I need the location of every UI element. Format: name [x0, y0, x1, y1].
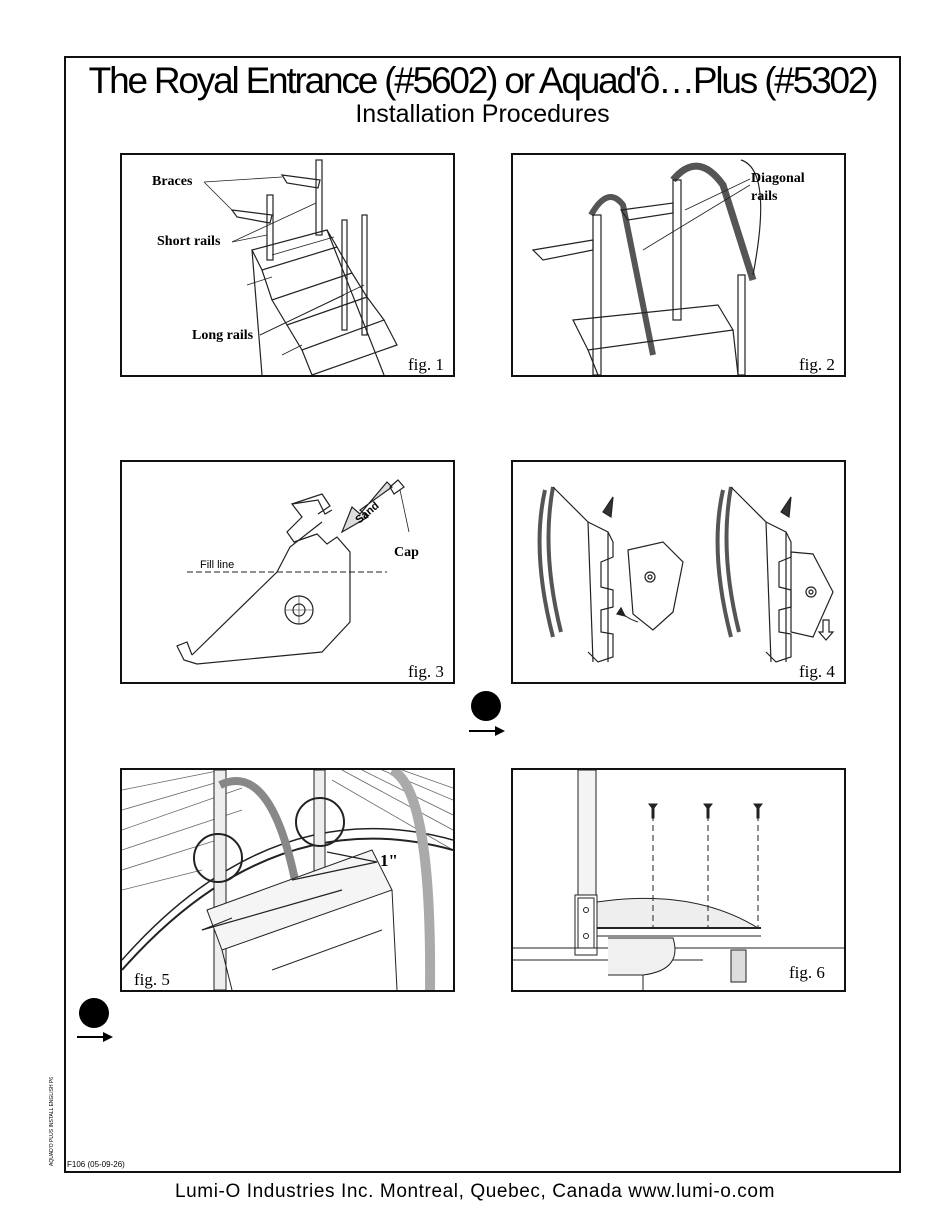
callout-cap: Cap [394, 544, 419, 561]
brace-plate [597, 898, 761, 936]
screw-heads [649, 804, 762, 818]
rails [267, 160, 367, 335]
footer: Lumi-O Industries Inc. Montreal, Quebec,… [0, 1181, 950, 1203]
bullet-dot [79, 998, 109, 1028]
side-code: AQUAD'O PLUS INSTALL ENGLISH P6 [49, 1066, 57, 1166]
page-subtitle: Installation Procedures [64, 100, 901, 129]
figure-2-label: fig. 2 [799, 355, 835, 375]
callout-long-rails: Long rails [192, 327, 253, 344]
callout-short-rails: Short rails [157, 233, 220, 250]
figure-4-illustration [513, 462, 844, 682]
bullet-dot [471, 691, 501, 721]
callout-measure: 1" [380, 852, 398, 869]
figure-5-illustration [122, 770, 453, 990]
figure-3: Sand Cap Fill line fig. 3 [120, 460, 455, 684]
figure-1-label: fig. 1 [408, 355, 444, 375]
arrow-right-icon [469, 725, 505, 737]
figure-6-label: fig. 6 [789, 963, 825, 983]
arrow-right-icon [77, 1031, 113, 1043]
figure-4-label: fig. 4 [799, 662, 835, 682]
right-staircase [718, 487, 833, 662]
figure-2: Diagonal rails fig. 2 [511, 153, 846, 377]
figure-2-illustration [513, 155, 844, 375]
callout-braces: Braces [152, 173, 192, 190]
figure-5: 1" fig. 5 [120, 768, 455, 992]
figure-3-label: fig. 3 [408, 662, 444, 682]
figure-6: fig. 6 [511, 768, 846, 992]
callout-rails: rails [751, 188, 777, 205]
bracket [578, 898, 594, 948]
callout-diagonal: Diagonal [751, 170, 805, 187]
figure-4: fig. 4 [511, 460, 846, 684]
page-title: The Royal Entrance (#5602) or Aquad'ô…Pl… [64, 60, 901, 102]
figure-3-illustration [122, 462, 453, 682]
form-code: F106 (05-09-26) [67, 1160, 125, 1169]
braces [533, 203, 673, 260]
braces [232, 175, 320, 223]
step-tread-outline [177, 494, 350, 664]
step-top [573, 305, 738, 375]
cap [390, 480, 409, 532]
figure-6-illustration [513, 770, 844, 990]
staircase-drawing [252, 230, 397, 375]
left-staircase [540, 487, 683, 662]
drain-hole [285, 596, 313, 624]
figure-1: Braces Short rails Long rails fig. 1 [120, 153, 455, 377]
figure-5-label: fig. 5 [134, 970, 170, 990]
callout-fill-line: Fill line [200, 559, 234, 571]
diagonal-rails [591, 160, 761, 355]
